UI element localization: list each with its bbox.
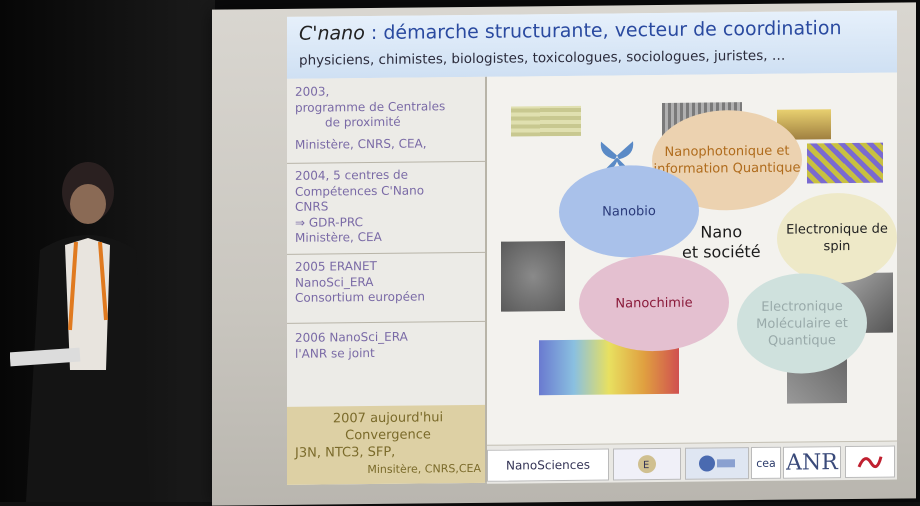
slide-subtitle: physiciens, chimistes, biologistes, toxi… xyxy=(299,47,786,69)
cnrs-icon xyxy=(699,455,735,472)
center-label-line2: et société xyxy=(682,241,761,262)
projection-screen: C'nano : démarche structurante, vecteur … xyxy=(212,2,916,506)
timeline-line: J3N, NTC3, SFP, xyxy=(295,444,396,461)
timeline-item-2004: 2004, 5 centres de Compétences C'Nano CN… xyxy=(295,167,481,246)
timeline-line: de proximité xyxy=(325,114,401,130)
anr-logo: ANR xyxy=(783,446,841,479)
sfp-logo xyxy=(845,445,895,479)
timeline-line: l'ANR se joint xyxy=(295,345,375,361)
cnrs-logo xyxy=(685,447,749,480)
svg-text:E: E xyxy=(643,460,649,471)
ministry-logo: E xyxy=(613,447,681,481)
timeline-item-2003: 2003, programme de Centrales de proximit… xyxy=(295,83,481,153)
nanowire-image xyxy=(511,105,581,137)
themes-diagram: Nanophotonique et information Quantique … xyxy=(487,72,897,445)
timeline-item-2006: 2006 NanoSci_ERA l'ANR se joint xyxy=(295,329,481,362)
center-label: Nano et société xyxy=(682,222,761,263)
title-text: : démarche structurante, vecteur de coor… xyxy=(364,17,842,45)
divider xyxy=(287,251,485,255)
logo-strip: NanoSciences E cea ANR xyxy=(487,440,897,484)
bubble-electronique-spin: Electronique de spin xyxy=(777,192,897,284)
divider xyxy=(287,160,485,164)
timeline-item-2005: 2005 ERANET NanoSci_ERA Consortium europ… xyxy=(295,258,481,306)
timeline-line: Minsitère, CNRS,CEA xyxy=(367,461,481,477)
timeline-item-2007-highlight: 2007 aujourd'hui Convergence J3N, NTC3, … xyxy=(287,404,485,485)
speaker-figure xyxy=(10,162,150,502)
timeline-line: Ministère, CEA xyxy=(295,229,382,245)
microscopy-image xyxy=(501,240,565,312)
timeline-line: Ministère, CNRS, CEA, xyxy=(295,135,427,152)
sfp-icon xyxy=(857,456,883,469)
bubble-nanobio: Nanobio xyxy=(559,164,699,259)
divider xyxy=(287,320,485,324)
timeline-line: Consortium européen xyxy=(295,289,425,305)
timeline-item-2007: 2007 aujourd'hui Convergence J3N, NTC3, … xyxy=(295,409,481,479)
marianne-icon: E xyxy=(638,455,656,474)
cea-logo: cea xyxy=(751,446,781,480)
bubble-electronique-moleculaire: Electronique Moléculaire et Quantique xyxy=(737,272,867,375)
bubble-nanochimie: Nanochimie xyxy=(579,254,729,352)
timeline-line: Convergence xyxy=(345,427,431,444)
center-label-line1: Nano xyxy=(700,222,743,242)
nanosciences-logo: NanoSciences xyxy=(487,448,609,482)
presentation-slide: C'nano : démarche structurante, vecteur … xyxy=(287,10,897,485)
title-brand: C'nano xyxy=(299,22,365,45)
crystal-lattice-image xyxy=(807,142,883,184)
timeline-line: 2007 aujourd'hui xyxy=(332,410,444,427)
butterfly-icon xyxy=(600,141,634,170)
slide-title: C'nano : démarche structurante, vecteur … xyxy=(299,17,842,45)
timeline-column: 2003, programme de Centrales de proximit… xyxy=(287,76,487,485)
slide-header: C'nano : démarche structurante, vecteur … xyxy=(287,10,897,79)
